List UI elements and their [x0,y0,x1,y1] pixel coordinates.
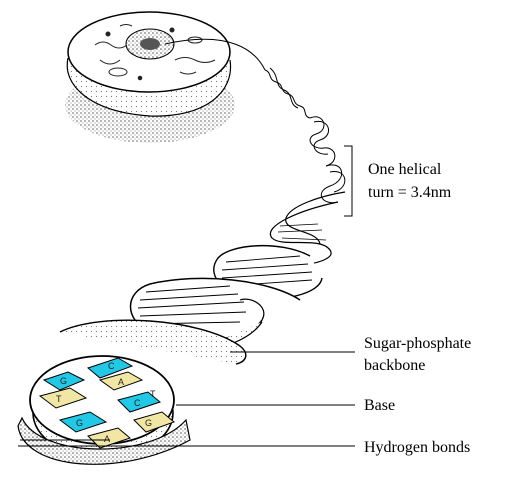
helical-turn-label-line2: turn = 3.4nm [368,183,451,203]
cross-section: G C T A C G G T A [18,356,190,464]
backbone-label-line1: Sugar-phosphate [364,334,471,354]
base-letter: A [118,377,124,387]
base-letter: G [60,376,67,386]
base-letter: G [76,418,83,428]
cell [65,12,265,143]
helix [60,192,345,364]
coiled-dna [265,68,345,203]
base-label: Base [364,396,395,416]
helical-turn-label-line1: One helical [368,160,441,180]
base-letter: C [134,398,141,408]
base-letter: C [108,361,115,371]
base-letter: G [145,418,152,428]
backbone-label-line2: backbone [364,356,425,376]
base-letter: T [56,394,62,404]
base-letter: A [104,434,110,444]
nucleolus [140,38,160,50]
hydrogen-bonds-label: Hydrogen bonds [364,438,470,458]
base-letter: T [150,389,156,399]
